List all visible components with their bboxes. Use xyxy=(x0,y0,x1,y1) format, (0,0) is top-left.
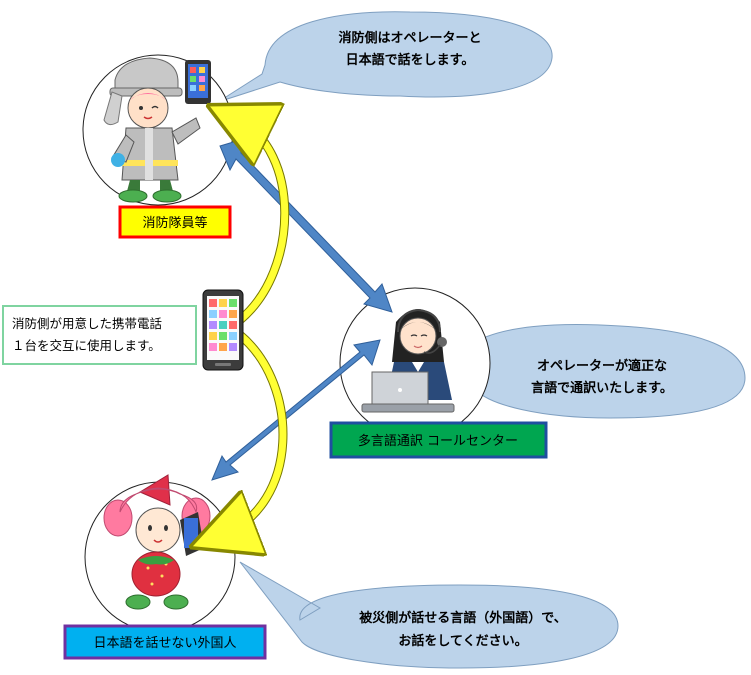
operator-speech-bubble: オペレーターが適正な 言語で通訳いたします。 xyxy=(444,323,746,419)
foreigner-speech-line-2: お話をしてください。 xyxy=(398,633,527,649)
call-center-label: 多言語通訳 コールセンター xyxy=(329,421,548,459)
phone-note: 消防側が用意した携帯電話 １台を交互に使用します。 xyxy=(2,305,197,365)
operator-foreigner-arrow xyxy=(211,339,381,481)
firefighter-speech-line-1: 消防側はオペレーターと xyxy=(338,30,481,46)
firefighter-label: 消防隊員等 xyxy=(118,205,232,239)
firefighter-label-text: 消防隊員等 xyxy=(142,215,207,231)
foreigner-label-text: 日本語を話せない外国人 xyxy=(93,635,236,651)
foreigner-speech-bubble: 被災側が話せる言語（外国語）で、 お話をしてください。 xyxy=(239,561,619,669)
phone-note-line-1: 消防側が用意した携帯電話 xyxy=(12,316,162,331)
firefighter-speech-line-2: 日本語で話をします。 xyxy=(346,52,475,68)
operator-speech-line-1: オペレーターが適正な xyxy=(537,358,667,374)
firefighter-operator-arrow xyxy=(219,139,393,313)
firefighter-illustration xyxy=(103,57,211,203)
smartphone-icon xyxy=(202,289,244,371)
phone-note-line-2: １台を交互に使用します。 xyxy=(12,338,161,353)
call-center-label-text: 多言語通訳 コールセンター xyxy=(358,433,518,449)
firefighter-speech-bubble: 消防側はオペレーターと 日本語で話をします。 xyxy=(217,11,553,103)
operator-speech-line-2: 言語で通訳いたします。 xyxy=(531,380,673,396)
foreigner-speech-line-1: 被災側が話せる言語（外国語）で、 xyxy=(358,610,566,626)
phone-passing-arrows xyxy=(222,120,290,535)
foreigner-label: 日本語を話せない外国人 xyxy=(63,624,267,660)
operator-illustration xyxy=(361,308,455,413)
